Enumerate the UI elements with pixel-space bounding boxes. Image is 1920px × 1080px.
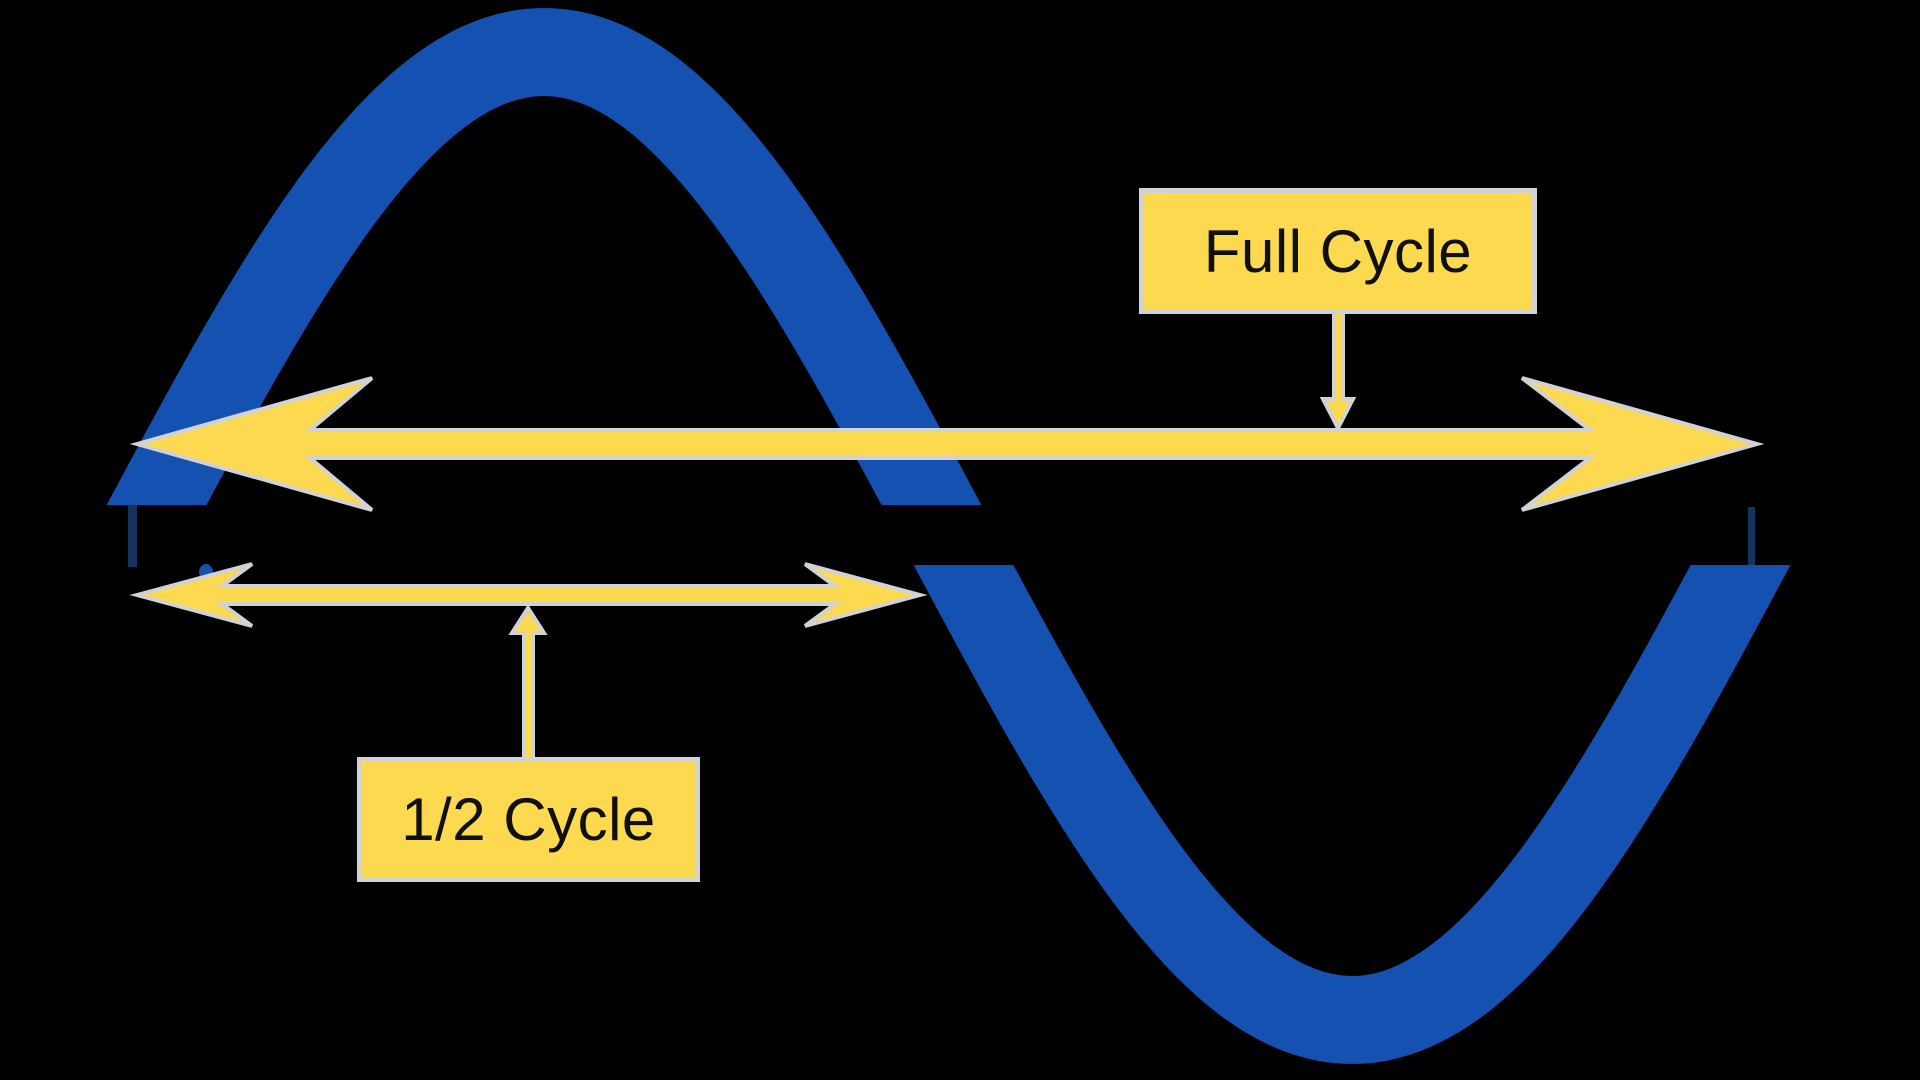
full-cycle-arrow <box>129 376 1765 512</box>
half-cycle-label-text: 1/2 Cycle <box>401 786 656 853</box>
axis-mask-band <box>0 505 1920 565</box>
half-cycle-arrow <box>129 562 928 628</box>
wave-edge-artifact-left <box>128 505 137 567</box>
full-cycle-label: Full Cycle <box>1139 188 1537 314</box>
full-cycle-label-text: Full Cycle <box>1203 217 1473 285</box>
wave-edge-artifact-right <box>1748 507 1755 565</box>
half-cycle-label: 1/2 Cycle <box>357 757 700 882</box>
full-cycle-pointer <box>1319 306 1357 433</box>
half-cycle-pointer <box>508 604 548 766</box>
